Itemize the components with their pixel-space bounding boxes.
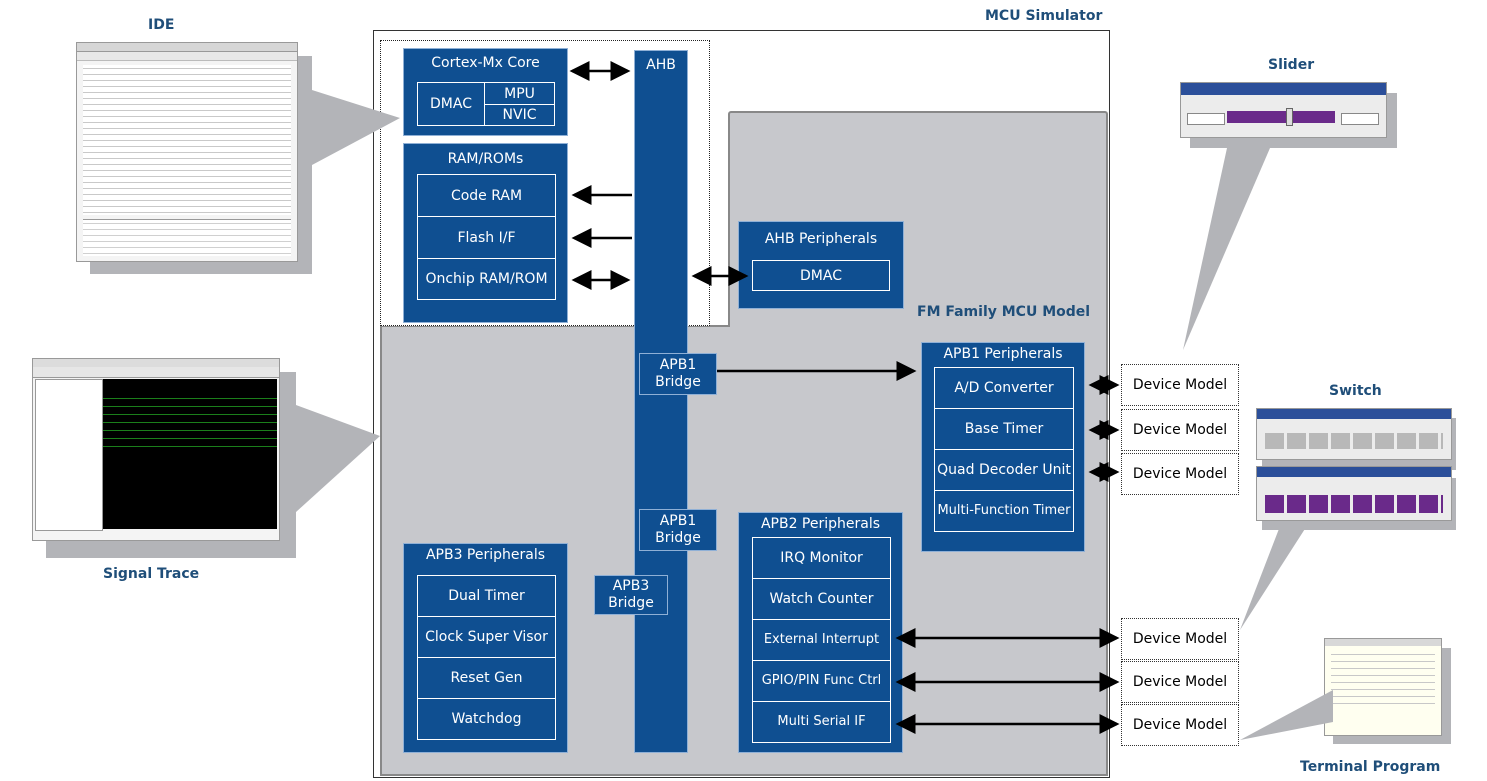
fm-family-title: FM Family MCU Model <box>917 304 1091 320</box>
ahb-label: AHB <box>646 57 676 73</box>
cortex-core-block: Cortex-Mx Core DMAC MPU NVIC <box>403 48 568 136</box>
device-model-1: Device Model <box>1121 364 1239 406</box>
signal-trace-title: Signal Trace <box>103 566 200 582</box>
switch-callout <box>1240 521 1310 630</box>
device-model-3: Device Model <box>1121 453 1239 495</box>
multi-function-timer: Multi-Function Timer <box>934 490 1074 532</box>
ramroms-block: RAM/ROMs Code RAM Flash I/F Onchip RAM/R… <box>403 143 568 323</box>
device-model-5: Device Model <box>1121 661 1239 703</box>
signal-trace-screenshot <box>32 358 280 541</box>
apb3-peripherals-block: APB3 Peripherals Dual Timer Clock Super … <box>403 543 568 753</box>
ahb-bus: AHB <box>634 50 688 753</box>
ide-screenshot <box>76 42 298 262</box>
ide-title: IDE <box>148 17 175 33</box>
mcu-simulator-title: MCU Simulator <box>985 8 1103 24</box>
terminal-title: Terminal Program <box>1300 759 1441 775</box>
signal-trace-callout <box>296 405 380 512</box>
multi-serial-if: Multi Serial IF <box>752 701 891 743</box>
ahb-peripherals-block: AHB Peripherals DMAC <box>738 221 904 309</box>
device-model-4: Device Model <box>1121 618 1239 660</box>
terminal-callout <box>1240 690 1333 740</box>
apb3-peripherals-title: APB3 Peripherals <box>425 547 546 563</box>
device-model-2: Device Model <box>1121 409 1239 451</box>
slider-screenshot <box>1180 82 1387 138</box>
device-model-6: Device Model <box>1121 704 1239 746</box>
switch-screenshot-2 <box>1256 466 1452 521</box>
switch-title: Switch <box>1329 383 1382 399</box>
onchip-ram-rom: Onchip RAM/ROM <box>417 258 556 300</box>
ramroms-title: RAM/ROMs <box>447 151 524 167</box>
core-nvic: NVIC <box>484 104 555 126</box>
ahb-dmac: DMAC <box>752 260 890 291</box>
slider-callout <box>1183 148 1270 350</box>
apb1-peripherals-block: APB1 Peripherals A/D Converter Base Time… <box>921 342 1085 552</box>
cortex-core-title: Cortex-Mx Core <box>431 55 540 71</box>
apb1-peripherals-title: APB1 Peripherals <box>943 346 1063 362</box>
watchdog: Watchdog <box>417 698 556 740</box>
ahb-peripherals-title: AHB Peripherals <box>764 231 878 247</box>
apb2-peripherals-title: APB2 Peripherals <box>760 516 881 532</box>
ide-callout <box>312 90 400 165</box>
apb2-peripherals-block: APB2 Peripherals IRQ Monitor Watch Count… <box>738 512 903 753</box>
mcu-simulator-frame <box>373 30 1110 778</box>
slider-title: Slider <box>1268 57 1315 73</box>
switch-screenshot-1 <box>1256 408 1452 460</box>
terminal-screenshot <box>1324 638 1442 736</box>
